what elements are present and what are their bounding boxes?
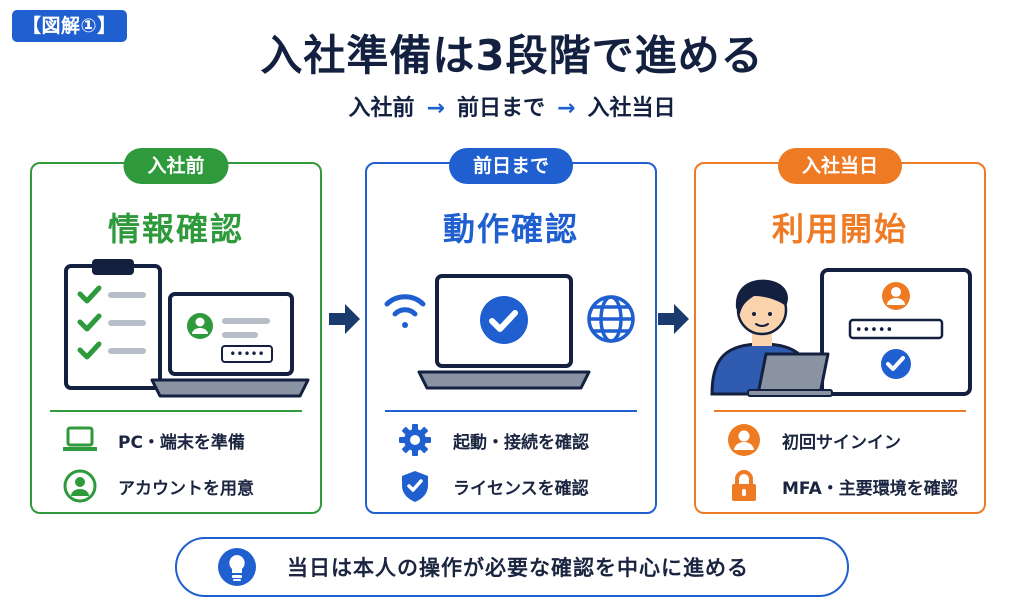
lightbulb-icon [218,548,256,586]
password-mask: ••••• [855,323,893,338]
task-item: 起動・接続を確認 [397,422,589,458]
task-item: PC・端末を準備 [62,422,245,458]
stage-pill: 前日まで [448,148,574,184]
user-icon [726,422,762,458]
arrow-right-icon [658,304,689,334]
shield-check-icon [397,468,433,504]
task-label: 起動・接続を確認 [453,432,589,453]
task-item: ライセンスを確認 [397,468,589,504]
task-label: MFA・主要環境を確認 [782,478,958,499]
stage-pill: 入社当日 [777,148,903,184]
summary-note: 当日は本人の操作が必要な確認を中心に進める [175,537,849,597]
task-item: MFA・主要環境を確認 [726,468,958,504]
stage-heading: 情報確認 [107,210,244,248]
stage-card-day-before: 前日まで 動作確認 [365,148,657,514]
task-label: ライセンスを確認 [453,478,589,499]
task-item: 初回サインイン [726,422,901,458]
card-divider [385,410,637,412]
lock-icon [726,468,762,504]
task-label: PC・端末を準備 [118,432,245,453]
subtitle-step-1: 入社前 [348,96,415,121]
task-label: 初回サインイン [782,432,901,453]
flow-subtitle: 入社前 → 前日まで → 入社当日 [0,90,1024,122]
stage-pill: 入社前 [123,148,229,184]
subtitle-arrow-1: → [426,96,445,121]
password-mask: ••••• [229,347,264,361]
check-circle-icon [480,296,528,344]
stage-card-first-day: 入社当日 利用開始 ••••• 初 [694,148,986,514]
wifi-icon [384,294,426,328]
checklist-laptop-illustration: ••••• [64,259,310,398]
laptop-icon [747,352,833,397]
stage-heading: 利用開始 [771,210,908,248]
person-signin-illustration: ••••• [710,268,972,397]
summary-text: 当日は本人の操作が必要な確認を中心に進める [287,556,749,580]
gear-icon [397,422,433,458]
task-label: アカウントを用意 [118,478,254,499]
task-item: アカウントを用意 [62,468,254,504]
subtitle-step-2: 前日まで [456,96,545,121]
globe-icon [587,295,635,343]
subtitle-arrow-2: → [557,96,576,121]
user-icon [62,468,98,504]
stage-heading: 動作確認 [442,210,579,248]
signin-screen-icon: ••••• [820,268,972,396]
clipboard-checklist-icon [64,259,162,390]
card-divider [50,410,302,412]
page-title: 入社準備は3段階で進める [260,31,764,80]
laptop-check-illustration [384,274,635,390]
figure-tag: 【図解①】 [12,10,127,42]
stage-card-before-joining: 入社前 情報確認 ••••• PC・端末を準備 [30,148,322,514]
laptop-icon [62,422,98,458]
card-divider [714,410,966,412]
arrow-right-icon [329,304,360,334]
laptop-login-icon: ••••• [150,292,310,398]
subtitle-step-3: 入社当日 [587,96,676,121]
